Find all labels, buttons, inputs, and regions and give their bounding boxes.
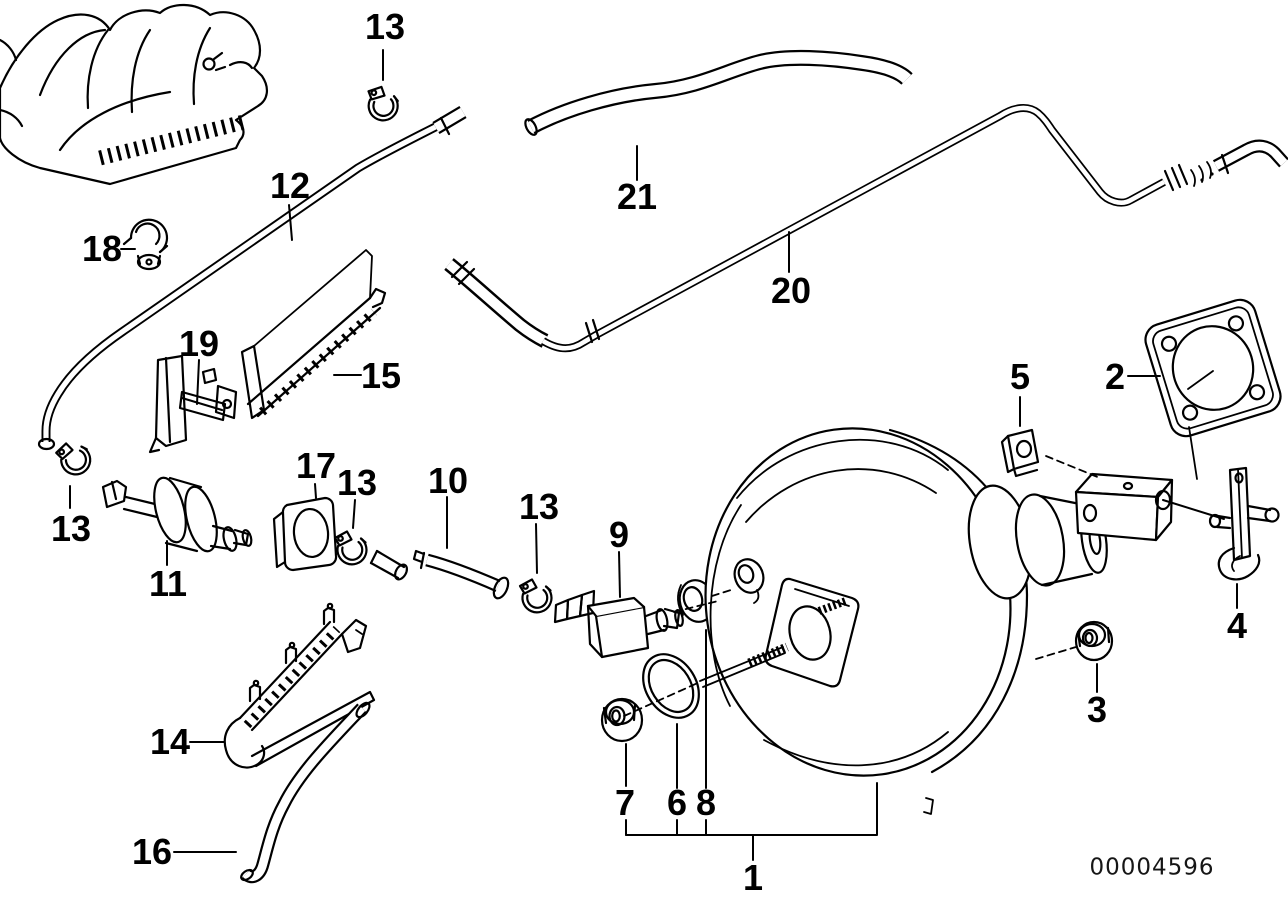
callout-13-mid-left: 13	[336, 462, 378, 503]
callout-18: 18	[81, 228, 123, 269]
callout-15: 15	[360, 355, 402, 396]
callout-10: 10	[427, 460, 469, 501]
nut-3-drawing	[1074, 620, 1114, 662]
grommet-17-drawing	[272, 496, 338, 572]
callout-13-middle: 13	[518, 486, 560, 527]
vacuum-pipe-12-drawing	[37, 105, 467, 451]
cable-channel-15-drawing	[240, 249, 387, 420]
callout-13-bottom-left: 13	[50, 508, 92, 549]
diagram-number: 00004596	[1089, 854, 1215, 881]
booster-stud-drawing	[699, 597, 848, 688]
hose-clamp-13-mid-left-drawing	[333, 530, 368, 566]
leader-lines	[69, 49, 1238, 861]
callout-1: 1	[742, 857, 764, 898]
callout-20: 20	[770, 270, 812, 311]
callout-21: 21	[616, 176, 658, 217]
tube-stub-drawing	[369, 549, 408, 581]
intake-manifold-drawing	[0, 3, 268, 186]
callout-16: 16	[131, 831, 173, 872]
callout-14: 14	[149, 721, 191, 762]
hose-clamp-13-top-drawing	[362, 83, 402, 124]
pipe-clip-18-drawing	[122, 218, 169, 271]
hose-clamp-13-middle-drawing	[518, 578, 553, 614]
o-ring-6-drawing	[642, 653, 700, 719]
check-valve-11-drawing	[101, 476, 253, 553]
clip-nut-5-drawing	[1000, 428, 1040, 478]
hose-10-drawing	[412, 549, 510, 600]
hose-21-drawing	[524, 49, 913, 136]
callout-5: 5	[1009, 356, 1031, 397]
callout-11: 11	[148, 563, 188, 604]
bracket-4-drawing	[1208, 466, 1280, 581]
callout-19: 19	[178, 323, 220, 364]
callout-12: 12	[269, 165, 311, 206]
nut-7-drawing	[600, 697, 644, 743]
booster-port-ring-drawing	[733, 558, 765, 604]
gasket-2-drawing	[1144, 298, 1282, 480]
callout-2: 2	[1104, 356, 1126, 397]
hose-16-drawing	[240, 701, 371, 884]
callout-3: 3	[1086, 689, 1108, 730]
alignment-dashed-lines	[623, 455, 1101, 717]
callout-9: 9	[608, 514, 630, 555]
callout-8: 8	[695, 782, 717, 823]
callout-6: 6	[666, 782, 688, 823]
brake-booster-1-drawing	[699, 427, 1174, 815]
hose-clamp-13-left-drawing	[53, 437, 95, 480]
booster-snout-drawing	[967, 484, 1108, 600]
bracket-19-drawing	[148, 354, 238, 454]
pushrod-clevis-drawing	[1074, 472, 1174, 542]
callout-4: 4	[1226, 605, 1248, 646]
callout-17: 17	[295, 445, 337, 486]
vacuum-pipe-20-drawing	[444, 104, 1288, 353]
callout-13-top: 13	[364, 6, 406, 47]
elbow-fitting-9-drawing	[553, 589, 684, 659]
bracket-14-drawing	[223, 602, 376, 769]
callout-7: 7	[614, 782, 636, 823]
booster-mount-plate-drawing	[764, 577, 860, 688]
